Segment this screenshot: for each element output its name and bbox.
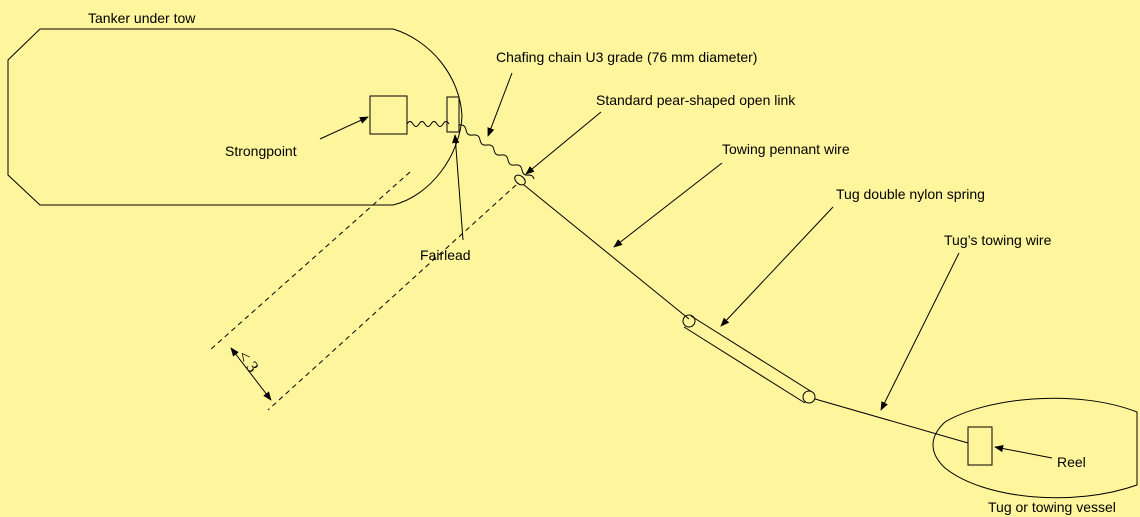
label-chafing-chain: Chafing chain U3 grade (76 mm diameter) [496,49,757,65]
dimension-arrow [230,347,272,401]
label-reel: Reel [1057,454,1086,470]
label-pear-link: Standard pear-shaped open link [596,92,796,108]
pear-link [514,174,526,186]
chain-strongpoint-to-fairlead [406,121,450,127]
arrow-pear-link [525,111,602,175]
chafing-chain [458,124,535,180]
towing-pennant-wire [523,184,690,320]
nylon-spring-end-tug [802,390,816,404]
label-fairlead: Fairlead [420,247,471,263]
label-dimension: < 3 [234,347,263,376]
arrow-fairlead [452,134,464,241]
nylon-spring-line-top [690,315,813,393]
label-towing-pennant-wire: Towing pennant wire [722,141,850,157]
arrow-reel [994,445,1053,459]
reel-box [967,426,993,466]
label-tanker-under-tow: Tanker under tow [88,10,196,26]
label-strongpoint: Strongpoint [225,143,297,159]
arrow-strongpoint [319,116,369,140]
arrow-tug-wire [880,252,960,411]
nylon-spring-end-tanker [682,314,696,328]
label-tug-or-towing-vessel: Tug or towing vessel [988,499,1116,515]
tanker-hull [7,28,463,206]
dimension-dashed-line-upper [209,171,411,351]
tug-towing-wire [814,398,969,444]
arrow-towing-pennant [613,162,723,248]
label-nylon-spring: Tug double nylon spring [836,186,985,202]
tug-hull [932,397,1138,499]
dimension-dashed-line-lower [267,184,517,411]
nylon-spring-line-bottom [683,326,806,404]
fairlead-block [446,96,460,133]
label-tug-towing-wire: Tug’s towing wire [944,232,1052,248]
arrow-nylon-spring [720,206,834,327]
arrow-chafing-chain [487,72,513,137]
strongpoint-box [369,95,408,135]
